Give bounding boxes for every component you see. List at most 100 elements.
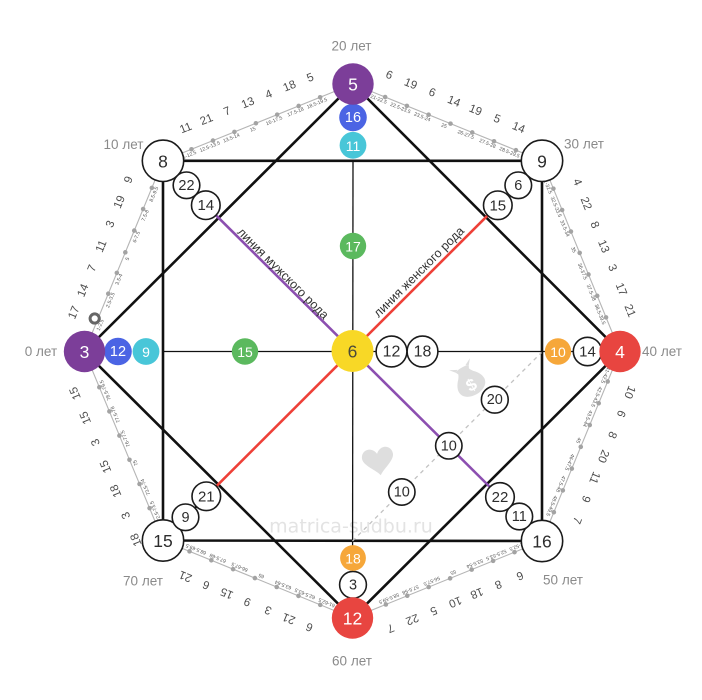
edge-number: 21 — [178, 568, 194, 584]
circle-br-outer — [505, 502, 534, 531]
edge-number: 21 — [199, 112, 215, 128]
edge-number: 14 — [446, 94, 463, 110]
circle-tr-inner-value: 15 — [489, 197, 506, 214]
edge-number: 18 — [468, 585, 484, 601]
edge-number: 6 — [304, 620, 314, 634]
age-dot — [383, 602, 389, 607]
circle-age20 — [332, 63, 374, 105]
edge-number: 11 — [178, 121, 194, 137]
edge-age-range: 18.5-19.5 — [306, 97, 328, 111]
edge-age-range: 15 — [249, 126, 257, 134]
age-dot — [404, 593, 410, 599]
edge-number: 20 — [595, 448, 611, 464]
age-dot — [551, 186, 556, 191]
circle-br-inner — [484, 481, 516, 513]
edge-number: 8 — [588, 220, 602, 230]
edge-number: 17 — [613, 281, 629, 297]
edge-age-range: 58.5-59.5 — [377, 591, 399, 605]
circle-bl-inner-value: 21 — [198, 488, 215, 505]
circle-age30-value: 9 — [537, 151, 547, 171]
edge-age-range: 12.5-13.5 — [199, 140, 221, 154]
edge-number: 15 — [219, 585, 235, 601]
circle-top-blue — [339, 103, 367, 132]
circle-br-outer-value: 11 — [512, 509, 527, 525]
age-label-age60: 60 лет — [332, 654, 372, 669]
money-bag-body — [457, 368, 486, 397]
edge-number: 15 — [98, 458, 114, 474]
edge-number: 19 — [112, 194, 128, 210]
edge-age-range: 22.5-23.5 — [389, 102, 411, 116]
age-dot — [587, 422, 593, 428]
edge-age-range: 28.5-29.5 — [498, 146, 520, 160]
edge-age-range: 33.5-34 — [558, 220, 570, 238]
age-dot — [232, 129, 237, 135]
circle-love-3 — [480, 385, 509, 414]
edge-number: 17 — [66, 305, 82, 321]
circle-tl-outer — [172, 171, 201, 200]
age-dot — [469, 130, 475, 135]
circle-age20-value: 5 — [348, 75, 358, 95]
age-dot — [447, 576, 453, 581]
edge-number: 10 — [447, 593, 463, 609]
edge-age-range: 13.5-14 — [222, 132, 240, 144]
circle-love-2-value: 10 — [441, 438, 457, 454]
edge-number: 21 — [281, 610, 297, 626]
age-dot — [189, 146, 194, 152]
circle-tr-outer — [504, 171, 533, 200]
circle-top-green — [339, 232, 367, 260]
edge-number: 7 — [86, 263, 100, 273]
age-dot — [490, 558, 496, 564]
edge-number: 5 — [428, 603, 438, 617]
edge-number: 14 — [510, 120, 527, 136]
circle-left-cyan-value: 9 — [142, 344, 150, 360]
edge-number: 6 — [427, 86, 437, 100]
circle-age50-value: 16 — [532, 532, 551, 552]
circle-right-orange-value: 10 — [550, 344, 566, 360]
age-dot — [513, 147, 519, 153]
age-dot — [448, 121, 453, 126]
circle-age10-value: 8 — [158, 151, 168, 171]
edge-number: 3 — [104, 219, 118, 229]
age-dot — [252, 575, 258, 581]
edge-age-range: 25 — [440, 122, 448, 130]
circle-right-white-18-value: 18 — [414, 344, 432, 361]
circle-bl-outer — [171, 503, 200, 532]
age-dot — [577, 250, 582, 256]
edge-number: 4 — [264, 88, 275, 102]
circle-tl-inner — [190, 190, 221, 221]
age-dot — [253, 120, 259, 126]
edge-number: 6 — [514, 568, 524, 582]
age-dot — [123, 250, 128, 255]
circle-right-orange — [544, 338, 572, 365]
watermark: matrica-sudbu.ru — [269, 516, 433, 538]
age-dot — [382, 94, 388, 100]
circle-bl-outer-value: 9 — [181, 510, 189, 526]
age-dot — [274, 112, 280, 117]
circle-bottom-orange — [340, 545, 366, 571]
edge-number: 9 — [122, 175, 136, 185]
circle-age0-value: 3 — [80, 342, 90, 362]
edge-number: 3 — [263, 603, 273, 617]
edge-number: 15 — [78, 409, 94, 425]
circle-bottom-white-value: 3 — [349, 577, 357, 593]
circle-love-1-value: 10 — [394, 485, 410, 501]
circle-br-inner-value: 22 — [492, 489, 509, 506]
age-dot — [210, 138, 216, 143]
money-bag-tie — [455, 365, 469, 375]
age-dot — [603, 315, 609, 320]
edge-age-range: 73.5-74 — [140, 478, 152, 496]
edge-number: 8 — [605, 429, 619, 439]
edge-number: 10 — [621, 384, 637, 400]
edge-age-range: 6-7.5 — [132, 231, 142, 244]
money-bag-ear — [449, 369, 458, 373]
heart-icon — [361, 446, 393, 476]
age-dot — [404, 103, 410, 109]
circle-age60 — [331, 597, 374, 639]
heart-shape — [361, 446, 393, 476]
edge-number: 9 — [579, 493, 593, 503]
age-label-age30: 30 лет — [564, 137, 604, 152]
circle-top-green-value: 17 — [345, 239, 361, 255]
edge-number: 6 — [384, 69, 394, 83]
edge-age-range: 7.5-8 — [141, 209, 151, 222]
age-dot — [568, 229, 574, 234]
